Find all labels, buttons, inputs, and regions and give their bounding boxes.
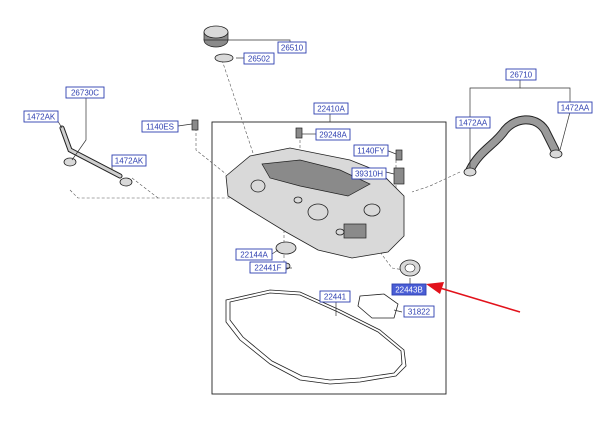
small-gasket-31822 bbox=[357, 293, 399, 319]
label-1472AA-right-text: 1472AA bbox=[561, 104, 590, 113]
label-26730C[interactable]: 26730C bbox=[65, 86, 105, 99]
label-1472AK-left-bottom-text: 1472AK bbox=[115, 157, 144, 166]
label-1472AA-left-text: 1472AA bbox=[459, 119, 488, 128]
label-26710[interactable]: 26710 bbox=[505, 68, 537, 81]
label-1472AK-left-top[interactable]: 1472AK bbox=[23, 110, 59, 123]
label-22441F[interactable]: 22441F bbox=[249, 261, 287, 274]
label-1472AA-right[interactable]: 1472AA bbox=[557, 101, 593, 114]
label-26502[interactable]: 26502 bbox=[243, 52, 275, 65]
bolt-1140ES bbox=[191, 119, 199, 131]
label-29248A[interactable]: 29248A bbox=[315, 128, 351, 141]
left-breather-hose bbox=[59, 125, 133, 187]
right-breather-hose bbox=[463, 115, 563, 177]
label-22441F-text: 22441F bbox=[254, 264, 281, 273]
cylinder-head-cover bbox=[225, 147, 405, 259]
label-39310H-text: 39310H bbox=[355, 170, 383, 179]
oil-filler-cap bbox=[203, 25, 234, 63]
label-22441-text: 22441 bbox=[324, 293, 347, 302]
label-22410A[interactable]: 22410A bbox=[313, 102, 349, 115]
head-cover-gasket bbox=[225, 289, 407, 385]
assembly-frame bbox=[211, 121, 447, 395]
head-cover-gasket-inner bbox=[229, 292, 403, 381]
label-26502-text: 26502 bbox=[248, 55, 271, 64]
label-22410A-text: 22410A bbox=[317, 105, 345, 114]
label-22443B[interactable]: 22443B bbox=[391, 283, 427, 296]
label-1140FY-text: 1140FY bbox=[357, 147, 385, 156]
label-1472AK-left-bottom[interactable]: 1472AK bbox=[111, 154, 147, 167]
label-26510[interactable]: 26510 bbox=[277, 41, 307, 54]
label-22443B-text: 22443B bbox=[395, 286, 423, 295]
label-1140ES-text: 1140ES bbox=[146, 123, 174, 132]
label-1472AA-left[interactable]: 1472AA bbox=[455, 116, 491, 129]
label-22144A[interactable]: 22144A bbox=[235, 248, 273, 261]
label-1472AK-left-top-text: 1472AK bbox=[27, 113, 56, 122]
label-31822[interactable]: 31822 bbox=[403, 305, 435, 318]
label-1140ES[interactable]: 1140ES bbox=[141, 120, 179, 133]
label-26730C-text: 26730C bbox=[71, 89, 99, 98]
label-39310H[interactable]: 39310H bbox=[351, 167, 387, 180]
label-1140FY[interactable]: 1140FY bbox=[353, 144, 389, 157]
label-22144A-text: 22144A bbox=[240, 251, 268, 260]
label-26710-text: 26710 bbox=[510, 71, 533, 80]
label-26510-text: 26510 bbox=[281, 44, 304, 53]
pointer-arrow bbox=[426, 282, 521, 313]
label-29248A-text: 29248A bbox=[319, 131, 347, 140]
label-22441[interactable]: 22441 bbox=[319, 290, 351, 303]
label-31822-text: 31822 bbox=[408, 308, 431, 317]
